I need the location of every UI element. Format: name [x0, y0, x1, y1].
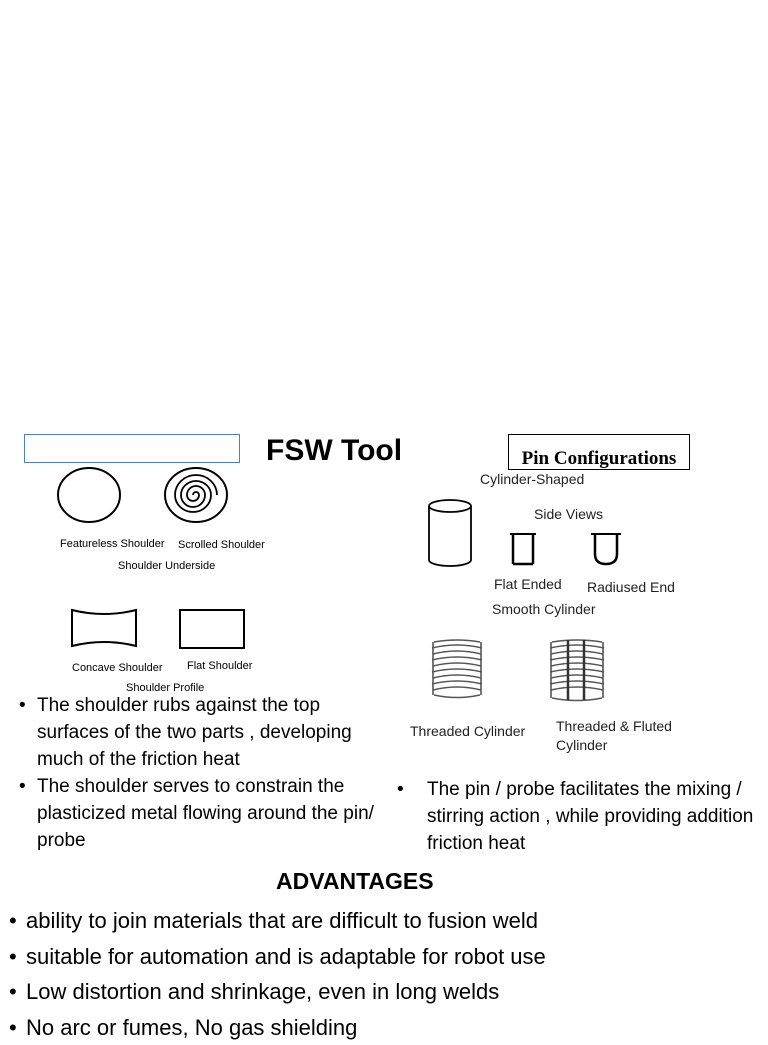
flat-shoulder-label: Flat Shoulder	[187, 660, 252, 672]
side-views-label: Side Views	[534, 506, 603, 522]
page-title: FSW Tool	[266, 434, 402, 468]
pin-configurations-label: Pin Configurations	[522, 448, 677, 469]
flat-shoulder-shape	[178, 608, 246, 650]
pin-bullet: • The pin / probe facilitates the mixing…	[427, 776, 763, 857]
cylinder-shape	[426, 498, 476, 570]
advantage-item: ability to join materials that are diffi…	[9, 903, 759, 939]
empty-text-box	[24, 434, 240, 463]
radiused-end-label: Radiused End	[587, 579, 675, 595]
threaded-cylinder-label: Threaded Cylinder	[410, 723, 525, 739]
advantage-item: Low distortion and shrinkage, even in lo…	[9, 974, 759, 1010]
flat-ended-label: Flat Ended	[494, 576, 562, 592]
advantages-title: ADVANTAGES	[276, 868, 434, 895]
threaded-cylinder-shape	[428, 638, 486, 700]
scrolled-shoulder-shape	[162, 466, 230, 526]
concave-shoulder-label: Concave Shoulder	[72, 662, 163, 674]
flat-ended-pin-shape	[506, 532, 540, 568]
radiused-end-pin-shape	[588, 532, 624, 568]
threaded-fluted-label-line2: Cylinder	[556, 737, 607, 753]
threaded-fluted-label-line1: Threaded & Fluted	[556, 718, 672, 734]
scrolled-shoulder-label: Scrolled Shoulder	[178, 539, 265, 551]
pin-bullet-marker: •	[397, 776, 404, 803]
shoulder-bullet-list: The shoulder rubs against the top surfac…	[19, 692, 385, 854]
smooth-cylinder-label: Smooth Cylinder	[492, 601, 596, 617]
threaded-fluted-cylinder-shape	[546, 638, 608, 704]
shoulder-bullet: The shoulder serves to constrain the pla…	[19, 773, 385, 854]
concave-shoulder-shape	[70, 606, 140, 650]
cylinder-shaped-label: Cylinder-Shaped	[480, 471, 584, 487]
pin-configurations-header: Pin Configurations	[508, 434, 690, 470]
featureless-shoulder-shape	[56, 466, 124, 526]
shoulder-bullet: The shoulder rubs against the top surfac…	[19, 692, 385, 773]
featureless-shoulder-label: Featureless Shoulder	[60, 538, 165, 550]
advantage-item: suitable for automation and is adaptable…	[9, 939, 759, 975]
shoulder-underside-caption: Shoulder Underside	[118, 560, 215, 572]
pin-bullet-text: The pin / probe facilitates the mixing /…	[427, 779, 753, 854]
advantage-item: No arc or fumes, No gas shielding	[9, 1010, 759, 1045]
